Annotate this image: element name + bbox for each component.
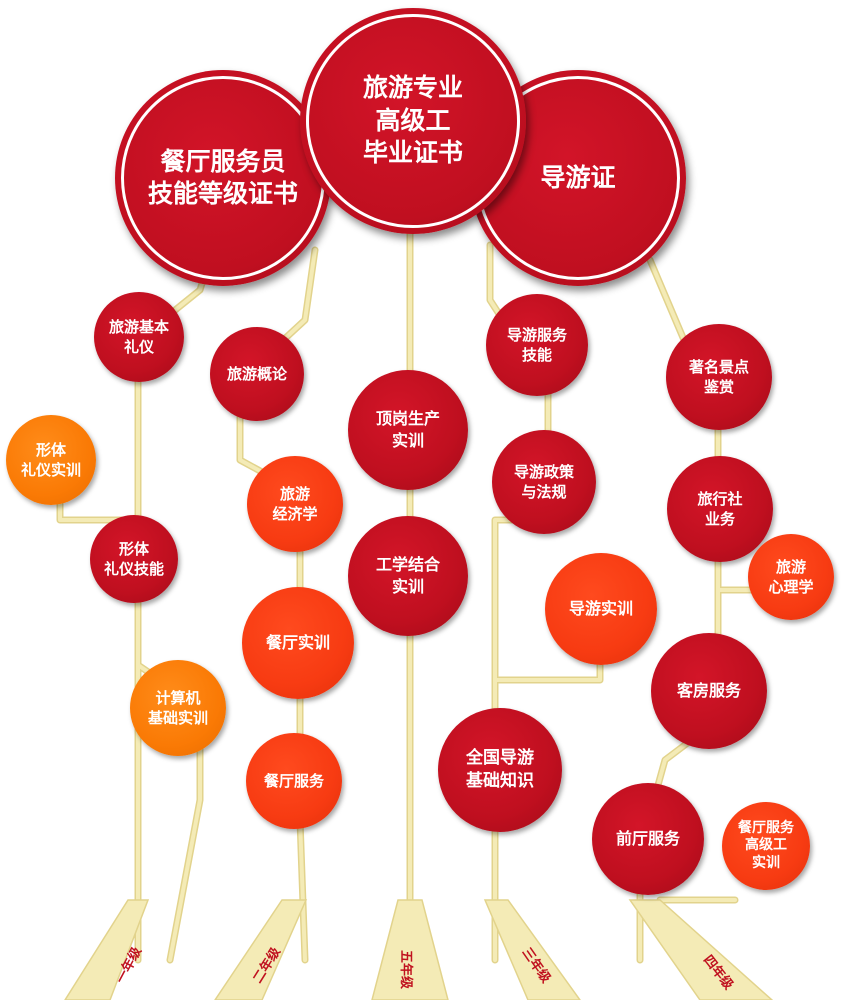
certificate-tourism-graduate-label: 旅游专业 高级工 毕业证书 xyxy=(306,14,520,228)
course-housekeeping: 客房服务 xyxy=(651,633,767,749)
course-tourism-etiquette: 旅游基本 礼仪 xyxy=(94,292,184,382)
course-advanced-restaurant: 餐厅服务 高级工 实训 xyxy=(722,802,810,890)
certificate-restaurant-waiter-label: 餐厅服务员 技能等级证书 xyxy=(121,76,325,280)
grade-label-5: 五年级 xyxy=(398,949,414,990)
course-scenic-appreciation: 著名景点 鉴赏 xyxy=(666,324,772,430)
course-tourism-economics: 旅游 经济学 xyxy=(247,456,343,552)
course-posture-skills: 形体 礼仪技能 xyxy=(90,515,178,603)
course-travel-agency: 旅行社 业务 xyxy=(667,456,773,562)
course-restaurant-service: 餐厅服务 xyxy=(246,733,342,829)
course-national-guide: 全国导游 基础知识 xyxy=(438,708,562,832)
course-tourism-psychology: 旅游 心理学 xyxy=(748,534,834,620)
course-computer-basics: 计算机 基础实训 xyxy=(130,660,226,756)
course-work-study: 工学结合 实训 xyxy=(348,516,468,636)
course-guide-practice: 导游实训 xyxy=(545,553,657,665)
course-internship: 顶岗生产 实训 xyxy=(348,370,468,490)
course-posture-practice: 形体 礼仪实训 xyxy=(6,415,96,505)
course-guide-policy: 导游政策 与法规 xyxy=(492,430,596,534)
certificate-tourism-graduate: 旅游专业 高级工 毕业证书 xyxy=(300,8,526,234)
course-tourism-intro: 旅游概论 xyxy=(210,327,304,421)
course-front-office: 前厅服务 xyxy=(592,783,704,895)
certificate-restaurant-waiter: 餐厅服务员 技能等级证书 xyxy=(115,70,331,286)
course-guide-skills: 导游服务 技能 xyxy=(486,294,588,396)
course-restaurant-practice: 餐厅实训 xyxy=(242,587,354,699)
